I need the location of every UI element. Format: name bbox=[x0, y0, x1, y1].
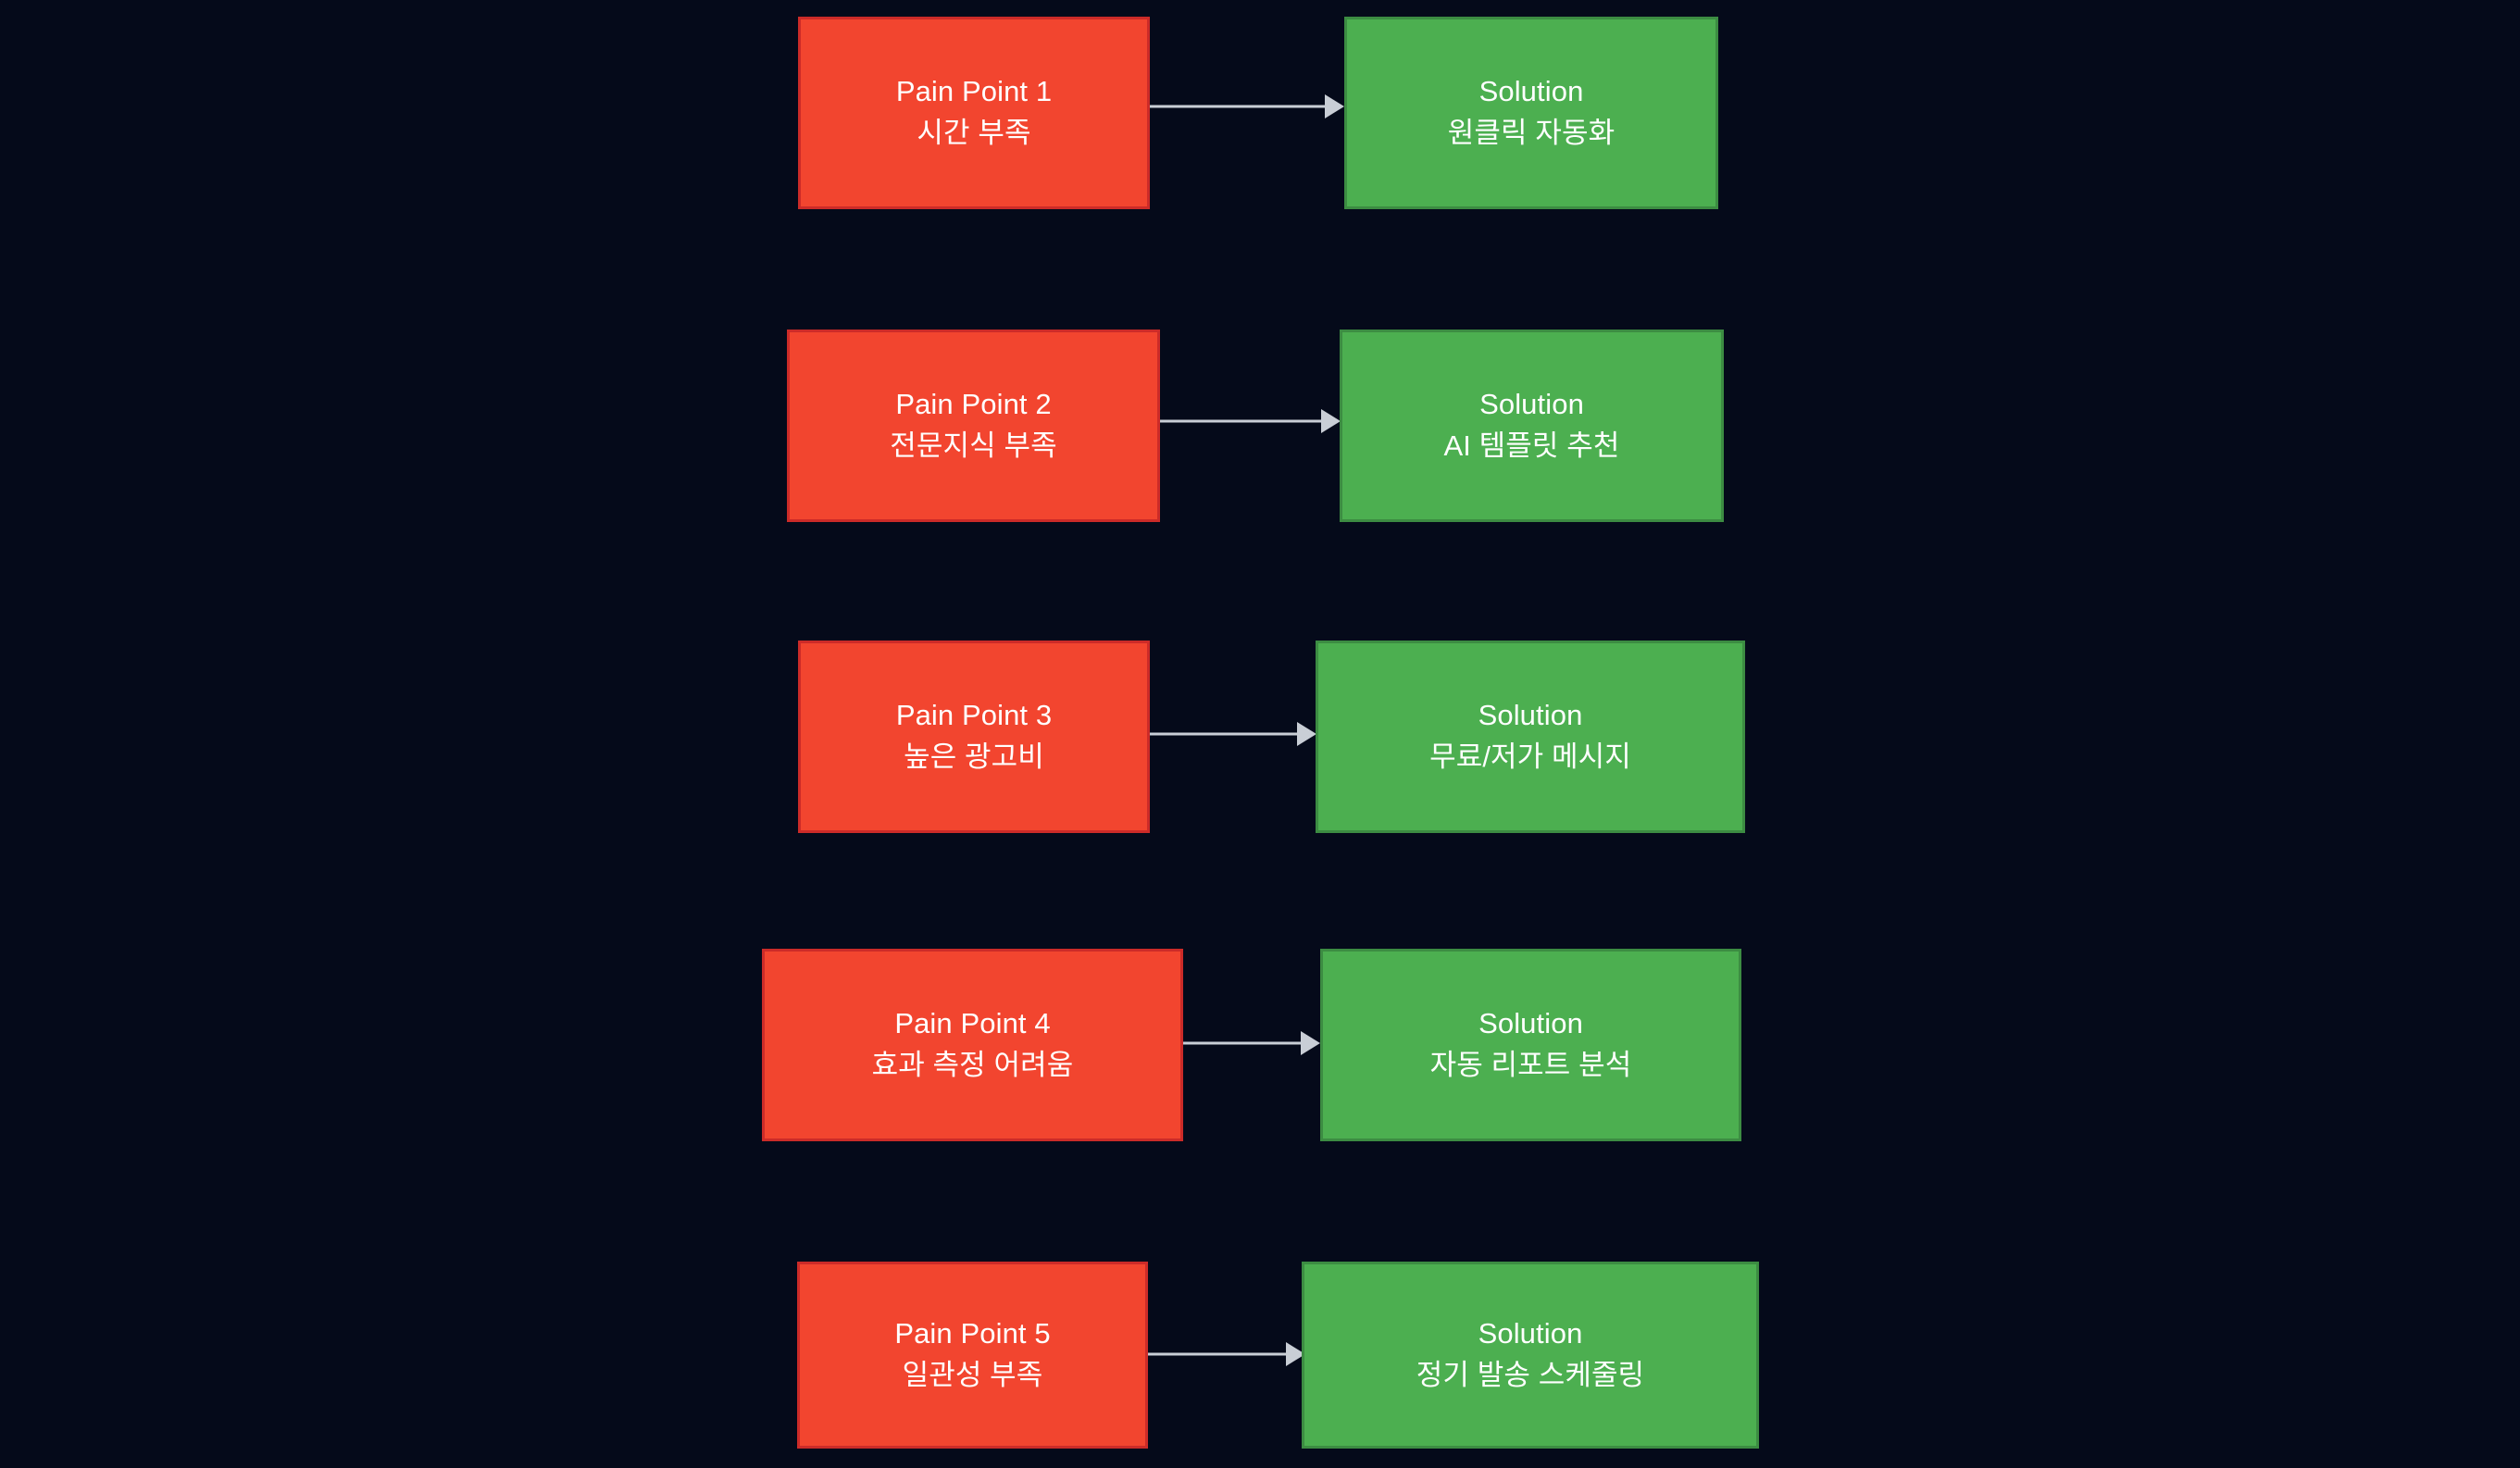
arrow-pain-4-to-solution-4 bbox=[1183, 1029, 1320, 1057]
node-title: Pain Point 1 bbox=[895, 75, 1053, 108]
arrow-head bbox=[1297, 722, 1316, 746]
arrow-shaft bbox=[1150, 732, 1297, 736]
node-solution-2[interactable]: Solution AI 템플릿 추천 bbox=[1340, 330, 1724, 522]
arrow-shaft bbox=[1160, 419, 1321, 423]
node-subtitle: 정기 발송 스케줄링 bbox=[1416, 1359, 1645, 1391]
node-pain-point-4[interactable]: Pain Point 4 효과 측정 어려움 bbox=[762, 949, 1183, 1141]
arrow-shaft bbox=[1148, 1352, 1286, 1356]
node-solution-4[interactable]: Solution 자동 리포트 분석 bbox=[1320, 949, 1741, 1141]
node-title: Pain Point 4 bbox=[894, 1007, 1051, 1040]
arrow-head bbox=[1325, 94, 1344, 118]
node-subtitle: 전문지식 부족 bbox=[890, 429, 1057, 462]
arrow-pain-5-to-solution-5 bbox=[1148, 1340, 1305, 1368]
node-title: Solution bbox=[1479, 388, 1584, 421]
node-pain-point-2[interactable]: Pain Point 2 전문지식 부족 bbox=[787, 330, 1160, 522]
arrow-pain-1-to-solution-1 bbox=[1150, 93, 1344, 120]
node-subtitle: 일관성 부족 bbox=[902, 1359, 1043, 1391]
node-subtitle: 효과 측정 어려움 bbox=[871, 1049, 1074, 1081]
node-pain-point-3[interactable]: Pain Point 3 높은 광고비 bbox=[798, 641, 1150, 833]
node-title: Pain Point 5 bbox=[894, 1317, 1051, 1350]
node-subtitle: 무료/저가 메시지 bbox=[1429, 740, 1631, 773]
node-subtitle: 원클릭 자동화 bbox=[1447, 117, 1616, 149]
node-title: Solution bbox=[1478, 1317, 1583, 1350]
arrow-pain-2-to-solution-2 bbox=[1160, 407, 1341, 435]
arrow-head bbox=[1301, 1031, 1320, 1055]
node-pain-point-1[interactable]: Pain Point 1 시간 부족 bbox=[798, 17, 1150, 209]
node-subtitle: AI 템플릿 추천 bbox=[1443, 429, 1620, 462]
arrow-pain-3-to-solution-3 bbox=[1150, 720, 1316, 748]
node-subtitle: 시간 부족 bbox=[917, 117, 1031, 149]
node-subtitle: 자동 리포트 분석 bbox=[1429, 1049, 1632, 1081]
node-title: Pain Point 3 bbox=[895, 699, 1053, 732]
node-title: Pain Point 2 bbox=[895, 388, 1052, 421]
node-solution-5[interactable]: Solution 정기 발송 스케줄링 bbox=[1302, 1262, 1759, 1449]
node-subtitle: 높은 광고비 bbox=[904, 740, 1044, 773]
node-solution-1[interactable]: Solution 원클릭 자동화 bbox=[1344, 17, 1718, 209]
node-pain-point-5[interactable]: Pain Point 5 일관성 부족 bbox=[797, 1262, 1148, 1449]
node-title: Solution bbox=[1478, 699, 1583, 732]
arrow-shaft bbox=[1150, 105, 1325, 108]
node-title: Solution bbox=[1478, 75, 1584, 108]
node-title: Solution bbox=[1478, 1007, 1583, 1040]
node-solution-3[interactable]: Solution 무료/저가 메시지 bbox=[1316, 641, 1745, 833]
arrow-head bbox=[1321, 409, 1341, 433]
arrow-shaft bbox=[1183, 1041, 1301, 1045]
